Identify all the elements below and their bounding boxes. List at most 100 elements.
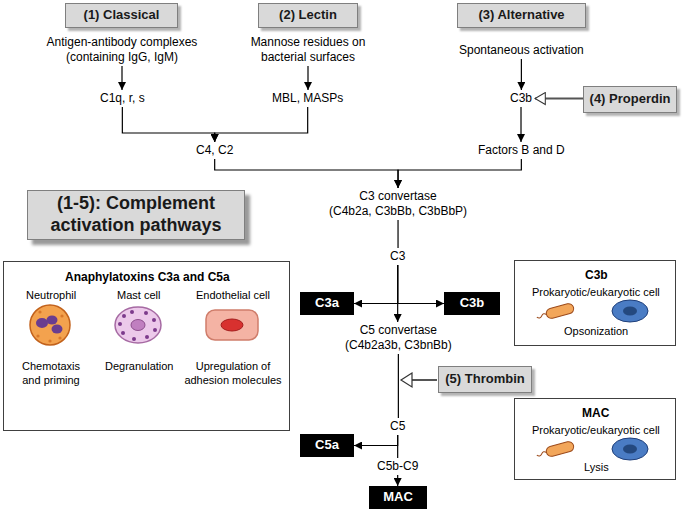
- trigger-text: Antigen-antibody complexes (containing I…: [38, 34, 206, 66]
- regulator-box: (5) Thrombin: [438, 366, 532, 393]
- connector-arrow: [520, 107, 521, 142]
- cell-body: [612, 300, 648, 322]
- granule: [152, 318, 156, 322]
- box-label: (4) Properdin: [590, 91, 671, 107]
- component-text: C3: [387, 248, 408, 265]
- regulator-arrow: [535, 98, 583, 100]
- component-text: Factors B and D: [475, 142, 568, 159]
- granule: [144, 311, 148, 315]
- component-detail: (C4b2a, C3bBb, C3bBbP): [329, 204, 467, 219]
- panel-label: Neutrophil: [26, 289, 76, 303]
- box-label: C3a: [315, 295, 339, 311]
- granules: [118, 310, 157, 341]
- product-box: C5a: [300, 434, 354, 457]
- box-label: C3b: [460, 295, 485, 311]
- mast-cell-illustration: [115, 307, 161, 343]
- panel-heading: Anaphylatoxins C3a and C5a: [65, 270, 230, 285]
- pathway-box: (3) Alternative: [457, 3, 586, 28]
- mast-cell-nucleus: [131, 320, 145, 331]
- trigger-text: Mannose residues on bacterial surfaces: [242, 34, 374, 66]
- pathway-box: (1) Classical: [65, 3, 178, 28]
- connector-arrow: [398, 265, 444, 304]
- nucleus-lobe: [47, 316, 58, 325]
- component-text: C5: [387, 418, 408, 435]
- regulator-box: (4) Properdin: [583, 86, 677, 113]
- neutrophil-body: [30, 305, 70, 345]
- panel-label: Prokaryotic/eukaryotic cell: [532, 424, 660, 438]
- bacterium-illustration: [536, 303, 575, 322]
- connector-arrow: [122, 107, 214, 142]
- component-label: Spontaneous activation: [459, 43, 584, 58]
- flagellum: [536, 451, 546, 456]
- effect-panel: MAC Prokaryotic/eukaryotic cellLysis: [514, 398, 676, 480]
- component-label: C3b: [510, 91, 532, 106]
- granule: [58, 336, 61, 339]
- cell-body: [612, 438, 648, 460]
- arrow-shaft: [411, 379, 437, 381]
- mast-cell-body: [115, 307, 161, 343]
- thrombin-arrow: [401, 373, 437, 387]
- component-detail: (C4b2a3b, C3bnBb): [345, 338, 452, 353]
- open-arrowhead: [401, 373, 412, 387]
- product-box: MAC: [369, 486, 427, 509]
- granule: [132, 337, 136, 341]
- cell-nucleus: [623, 445, 637, 454]
- granule: [121, 331, 125, 335]
- anaphylatoxin-panel: Anaphylatoxins C3a and C5aNeutrophilMast…: [3, 261, 290, 431]
- title-box: (1-5): Complement activation pathways: [27, 190, 245, 240]
- trigger-text: Spontaneous activation: [456, 42, 587, 59]
- eukaryotic-cell-illustration: [612, 438, 648, 460]
- panel-label: Degranulation: [105, 360, 174, 374]
- product-box: C3a: [300, 292, 354, 315]
- component-label: C3 convertase: [359, 189, 436, 204]
- eukaryotic-cell-illustration: [612, 300, 648, 322]
- granule: [118, 322, 122, 326]
- connector-arrow: [397, 435, 398, 458]
- endothelial-nucleus: [221, 319, 243, 331]
- panel-label: Opsonization: [564, 325, 628, 339]
- cell-nucleus: [623, 307, 637, 316]
- component-label: Mannose residues on bacterial surfaces: [245, 35, 371, 65]
- component-text: C5b-C9: [374, 458, 421, 475]
- connector-arrow: [354, 265, 398, 304]
- component-label: MBL, MASPs: [272, 91, 343, 106]
- convertase-text: C5 convertase(C4b2a3b, C3bnBb): [342, 322, 455, 354]
- connector-arrow: [521, 59, 522, 90]
- panel-label: Lysis: [584, 461, 609, 475]
- component-label: C3: [390, 249, 405, 264]
- connector-arrow: [121, 66, 122, 90]
- connector-arrow: [354, 435, 398, 446]
- component-label: C5b-C9: [377, 459, 418, 474]
- component-text: C1q, r, s: [97, 90, 148, 107]
- granule: [38, 310, 41, 313]
- flagellum: [536, 313, 546, 318]
- component-text: MBL, MASPs: [269, 90, 346, 107]
- nucleus-lobe: [36, 318, 48, 328]
- bacterium-illustration: [536, 441, 575, 460]
- granule: [60, 314, 63, 317]
- box-label: MAC: [383, 489, 413, 505]
- component-label: C1q, r, s: [100, 91, 145, 106]
- component-label: C4, C2: [196, 143, 233, 158]
- panel-heading: MAC: [582, 406, 609, 421]
- panel-label: Chemotaxis and priming: [12, 360, 90, 388]
- panel-heading: C3b: [585, 268, 608, 283]
- component-label: C5: [390, 419, 405, 434]
- connector-arrow: [397, 220, 398, 248]
- granule: [153, 328, 157, 332]
- connector-arrow: [398, 354, 399, 418]
- connector-arrow: [307, 66, 308, 90]
- component-label: Factors B and D: [478, 143, 565, 158]
- component-label: Antigen-antibody complexes (containing I…: [41, 35, 203, 65]
- box-label: (1) Classical: [84, 7, 160, 23]
- pathway-box: (2) Lectin: [258, 3, 358, 28]
- box-label: (2) Lectin: [279, 7, 337, 23]
- convertase-text: C3 convertase(C4b2a, C3bBb, C3bBbP): [326, 188, 470, 220]
- granule: [130, 310, 134, 314]
- panel-label: Upregulation of adhesion molecules: [177, 360, 289, 388]
- bacterium-body: [545, 303, 575, 320]
- box-label: (1-5): Complement activation pathways: [36, 193, 236, 236]
- endothelial-body: [206, 310, 258, 340]
- component-label: C5 convertase: [360, 323, 437, 338]
- panel-label: Endothelial cell: [196, 289, 270, 303]
